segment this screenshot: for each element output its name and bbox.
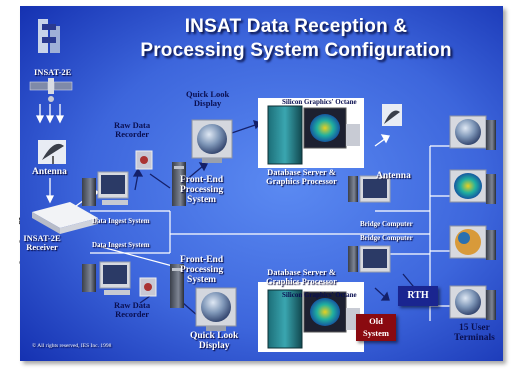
front-end-label-line: Processing [180,264,224,275]
front-end-label-line: Front-End [180,175,224,185]
arrows [35,104,419,317]
antenna-left-label: Antenna [32,167,67,177]
sgi-octane-bottom-label: Silicon Graphics' Octane [282,291,357,299]
database-server-label-line: Database Server & [267,267,336,277]
quick-look-bottom-label: Quick Look Display [190,331,239,352]
quick-look-label-line: Quick Look [190,331,239,341]
user-terminals-label-line: 15 User [458,323,490,333]
sgi-octane-top-label: Silicon Graphics' Octane [282,98,357,106]
connection-lines [90,145,450,321]
user-terminals-label-line: Terminals [454,332,495,343]
antenna-right-label: Antenna [376,171,411,181]
satellite-icon [29,78,73,102]
receiver-box-icon [32,202,98,234]
raw-data-recorder-label-line: Recorder [115,308,150,319]
workstation-icon [82,261,131,295]
receiver-label: INSAT-2E Receiver [20,234,64,252]
raw-data-recorder-icon [139,277,157,297]
quick-look-label-line: Display [198,340,230,351]
rth-box: RTH [398,286,438,306]
quick-look-display-icon [191,119,233,163]
raw-data-recorder-icon [135,150,153,170]
receiver-label-line: Receiver [26,241,58,252]
quick-look-display-icon [195,287,237,331]
front-end-label-line: System [187,194,217,205]
antenna-dish-icon [38,140,66,164]
raw-data-recorder-top-label: Raw Data Recorder [114,121,150,139]
satellite-label: INSAT-2E [34,67,72,77]
front-end-tower-icon [170,264,184,308]
quick-look-top-label: Quick Look Display [186,90,229,108]
front-end-label-line: Processing [180,184,224,195]
bridge-computer-icon [348,175,391,203]
raw-data-recorder-bottom-label: Raw Data Recorder [114,301,150,319]
database-server-label-line: Database Server & [267,167,336,177]
copyright-note: © All rights reserved, IES Inc. 1998 [32,343,112,349]
raw-data-recorder-label-line: Raw Data [114,300,151,310]
database-server-bottom-label: Database Server & Graphics Processor [266,268,337,286]
database-server-icon [258,282,364,352]
front-end-label-line: System [187,274,217,285]
front-end-bottom-label: Front-End Processing System [180,255,224,286]
database-server-label-line: Graphics Processor [266,275,337,286]
old-system-label-line: System [363,328,389,338]
user-terminal-icon [449,225,496,260]
front-end-tower-icon [172,162,186,206]
bridge-computer-icon [348,245,391,273]
data-ingest-bottom-label: Data Ingest System [92,241,150,249]
bridge-computer-bottom-label: Bridge Computer [360,234,413,242]
user-terminal-icon [449,285,496,320]
front-end-top-label: Front-End Processing System [180,175,224,206]
user-terminal-icon [449,115,496,150]
quick-look-label-line: Display [193,97,222,108]
quick-look-label-line: Quick Look [186,89,230,99]
slide-title-line-1: INSAT Data Reception & [184,16,408,37]
database-server-label-line: Graphics Processor [266,175,337,186]
old-system-box: Old System [356,314,396,341]
slide-title-line-2: Processing System Configuration [140,40,452,61]
workstation-icon [82,171,129,206]
data-ingest-top-label: Data Ingest System [92,217,150,225]
diagram-slide: INSAT Data Reception & Processing System… [20,6,503,361]
antenna-dish-icon [382,104,402,126]
database-server-icon [258,98,364,168]
receiver-label-line: INSAT-2E [23,233,61,243]
database-server-top-label: Database Server & Graphics Processor [266,168,337,186]
isro-style-logo-icon [38,19,60,53]
front-end-label-line: Front-End [180,255,224,265]
user-terminals-label: 15 User Terminals [454,323,495,344]
user-terminal-icon [449,169,496,204]
old-system-label-line: Old [369,316,383,326]
raw-data-recorder-label-line: Recorder [115,128,150,139]
raw-data-recorder-label-line: Raw Data [114,120,151,130]
bridge-computer-top-label: Bridge Computer [360,220,413,228]
